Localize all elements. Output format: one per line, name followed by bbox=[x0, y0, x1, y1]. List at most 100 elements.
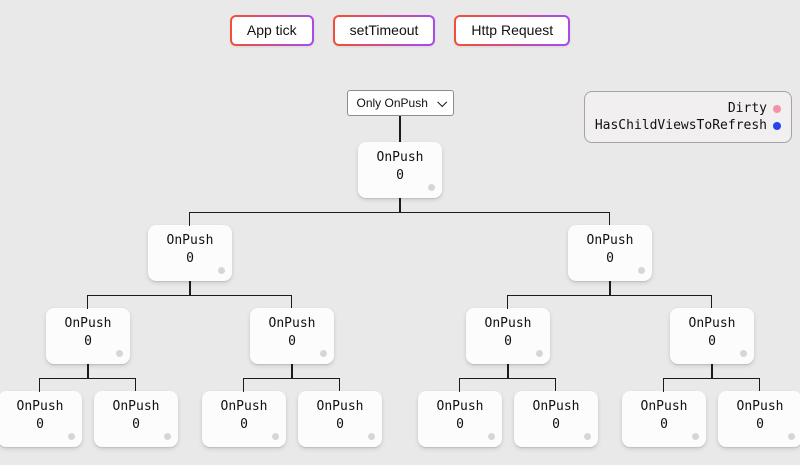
dirty-dot-icon bbox=[773, 104, 781, 113]
node-strategy-label: OnPush bbox=[112, 399, 160, 414]
tree-branch: OnPush 0 bbox=[412, 378, 509, 447]
node-render-count: 0 bbox=[396, 168, 404, 183]
component-node[interactable]: OnPush 0 bbox=[466, 308, 550, 364]
component-node[interactable]: OnPush 0 bbox=[718, 391, 800, 447]
node-state-indicator-dot bbox=[320, 350, 327, 357]
legend: Dirty HasChildViewsToRefresh bbox=[583, 91, 792, 143]
node-state-indicator-dot bbox=[584, 433, 591, 440]
node-render-count: 0 bbox=[336, 417, 344, 432]
node-strategy-label: OnPush bbox=[688, 316, 736, 331]
strategy-select-row: Only OnPush bbox=[0, 90, 800, 116]
node-render-count: 0 bbox=[606, 251, 614, 266]
node-state-indicator-dot bbox=[692, 433, 699, 440]
tree-branch: OnPush 0 bbox=[196, 378, 293, 447]
node-render-count: 0 bbox=[84, 334, 92, 349]
strategy-select-wrap: Only OnPush bbox=[346, 90, 454, 116]
node-strategy-label: OnPush bbox=[64, 316, 112, 331]
tree-branch: OnPush 0 bbox=[508, 378, 604, 447]
component-node[interactable]: OnPush 0 bbox=[514, 391, 598, 447]
node-state-indicator-dot bbox=[488, 433, 495, 440]
node-state-indicator-dot bbox=[536, 350, 543, 357]
has-child-views-to-refresh-dot-icon bbox=[773, 121, 781, 130]
legend-label: HasChildViewsToRefresh bbox=[594, 118, 767, 133]
tree-children: OnPush 0 OnPush 0 bbox=[412, 364, 604, 447]
app-tick-button-border: App tick bbox=[229, 15, 314, 46]
node-state-indicator-dot bbox=[164, 433, 171, 440]
component-node[interactable]: OnPush 0 bbox=[202, 391, 286, 447]
tree-branch: OnPush 0 bbox=[616, 378, 713, 447]
component-node[interactable]: OnPush 0 bbox=[418, 391, 502, 447]
component-node[interactable]: OnPush 0 bbox=[94, 391, 178, 447]
node-strategy-label: OnPush bbox=[316, 399, 364, 414]
node-state-indicator-dot bbox=[272, 433, 279, 440]
node-strategy-label: OnPush bbox=[736, 399, 784, 414]
node-render-count: 0 bbox=[456, 417, 464, 432]
tree-branch: OnPush 0 bbox=[0, 378, 89, 447]
toolbar: App tick setTimeout Http Request bbox=[0, 0, 800, 46]
component-node[interactable]: OnPush 0 bbox=[250, 308, 334, 364]
node-strategy-label: OnPush bbox=[376, 150, 424, 165]
node-state-indicator-dot bbox=[428, 184, 435, 191]
node-strategy-label: OnPush bbox=[640, 399, 688, 414]
http-request-button[interactable]: Http Request bbox=[456, 17, 569, 44]
component-node[interactable]: OnPush 0 bbox=[46, 308, 130, 364]
strategy-select[interactable]: Only OnPush bbox=[346, 90, 454, 116]
node-strategy-label: OnPush bbox=[586, 233, 634, 248]
component-node[interactable]: OnPush 0 bbox=[298, 391, 382, 447]
select-root-connector-line bbox=[399, 116, 401, 142]
tree-children: OnPush 0 OnPush 0 bbox=[616, 364, 800, 447]
component-node[interactable]: OnPush 0 bbox=[670, 308, 754, 364]
node-strategy-label: OnPush bbox=[16, 399, 64, 414]
component-node[interactable]: OnPush 0 bbox=[568, 225, 652, 281]
component-node[interactable]: OnPush 0 bbox=[0, 391, 82, 447]
node-render-count: 0 bbox=[552, 417, 560, 432]
tree-children: OnPush 0 OnPush 0 bbox=[196, 364, 388, 447]
node-state-indicator-dot bbox=[116, 350, 123, 357]
tree-branch: OnPush 0 bbox=[712, 378, 800, 447]
set-timeout-button[interactable]: setTimeout bbox=[334, 17, 434, 44]
node-strategy-label: OnPush bbox=[484, 316, 532, 331]
node-state-indicator-dot bbox=[788, 433, 795, 440]
node-render-count: 0 bbox=[186, 251, 194, 266]
node-state-indicator-dot bbox=[218, 267, 225, 274]
node-state-indicator-dot bbox=[368, 433, 375, 440]
node-render-count: 0 bbox=[756, 417, 764, 432]
node-strategy-label: OnPush bbox=[532, 399, 580, 414]
node-strategy-label: OnPush bbox=[166, 233, 214, 248]
legend-label: Dirty bbox=[727, 101, 767, 116]
component-node[interactable]: OnPush 0 bbox=[358, 142, 442, 198]
tree-branch: OnPush 0 bbox=[88, 378, 184, 447]
legend-item-dirty: Dirty bbox=[595, 100, 781, 117]
node-strategy-label: OnPush bbox=[220, 399, 268, 414]
node-state-indicator-dot bbox=[68, 433, 75, 440]
app-tick-button[interactable]: App tick bbox=[231, 17, 312, 44]
tree-children: OnPush 0 OnPush 0 bbox=[0, 364, 184, 447]
tree-branch: OnPush 0 bbox=[292, 378, 388, 447]
node-render-count: 0 bbox=[132, 417, 140, 432]
node-strategy-label: OnPush bbox=[436, 399, 484, 414]
node-render-count: 0 bbox=[708, 334, 716, 349]
node-render-count: 0 bbox=[36, 417, 44, 432]
component-node[interactable]: OnPush 0 bbox=[148, 225, 232, 281]
node-render-count: 0 bbox=[660, 417, 668, 432]
node-state-indicator-dot bbox=[740, 350, 747, 357]
node-strategy-label: OnPush bbox=[268, 316, 316, 331]
legend-item-has-child-views-to-refresh: HasChildViewsToRefresh bbox=[595, 117, 781, 134]
node-render-count: 0 bbox=[240, 417, 248, 432]
node-render-count: 0 bbox=[288, 334, 296, 349]
component-node[interactable]: OnPush 0 bbox=[622, 391, 706, 447]
node-render-count: 0 bbox=[504, 334, 512, 349]
set-timeout-button-border: setTimeout bbox=[332, 15, 436, 46]
http-request-button-border: Http Request bbox=[454, 15, 571, 46]
